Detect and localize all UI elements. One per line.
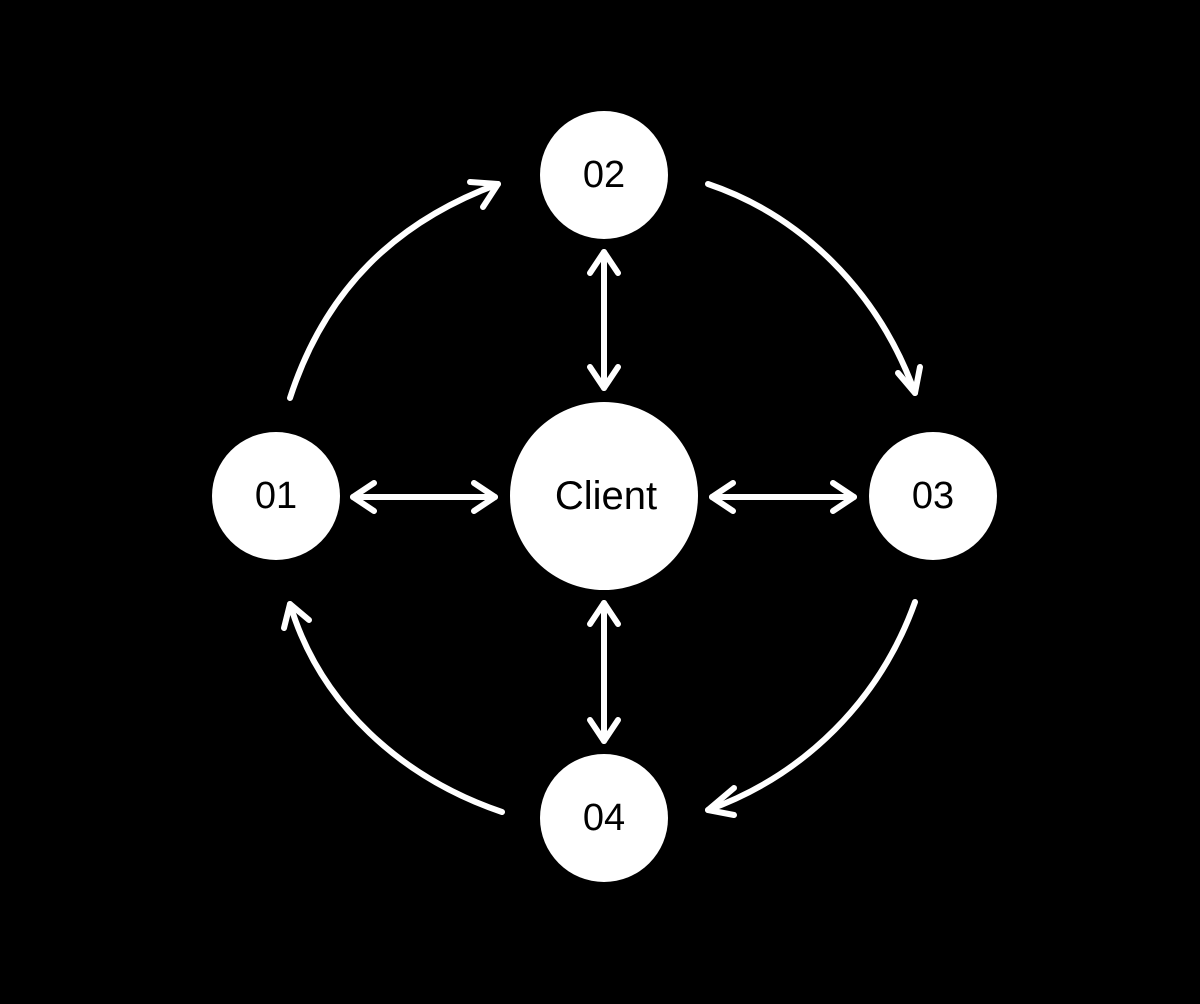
node-03: 03: [869, 432, 997, 560]
node-center-label: Client: [555, 474, 657, 518]
node-center: Client: [510, 402, 698, 590]
arrow-client-04: [587, 600, 621, 744]
arrow-03-to-04: [705, 599, 918, 818]
node-center-circle: [510, 402, 698, 590]
node-01-circle: [212, 432, 340, 560]
node-01-label: 01: [255, 475, 297, 517]
node-04: 04: [540, 754, 668, 882]
spoke-arrows: [350, 249, 857, 744]
cycle-arrows: [281, 179, 923, 818]
node-04-circle: [540, 754, 668, 882]
node-02-label: 02: [583, 154, 625, 196]
arrow-client-01: [350, 480, 498, 514]
node-03-label: 03: [912, 475, 954, 517]
arrow-client-03: [709, 480, 857, 514]
arrow-01-to-02: [287, 179, 501, 401]
node-04-label: 04: [583, 797, 625, 839]
arrow-04-to-01: [281, 601, 505, 815]
arrow-client-02: [587, 249, 621, 391]
node-02: 02: [540, 111, 668, 239]
node-02-circle: [540, 111, 668, 239]
node-03-circle: [869, 432, 997, 560]
node-01: 01: [212, 432, 340, 560]
arrow-02-to-03: [705, 181, 923, 396]
